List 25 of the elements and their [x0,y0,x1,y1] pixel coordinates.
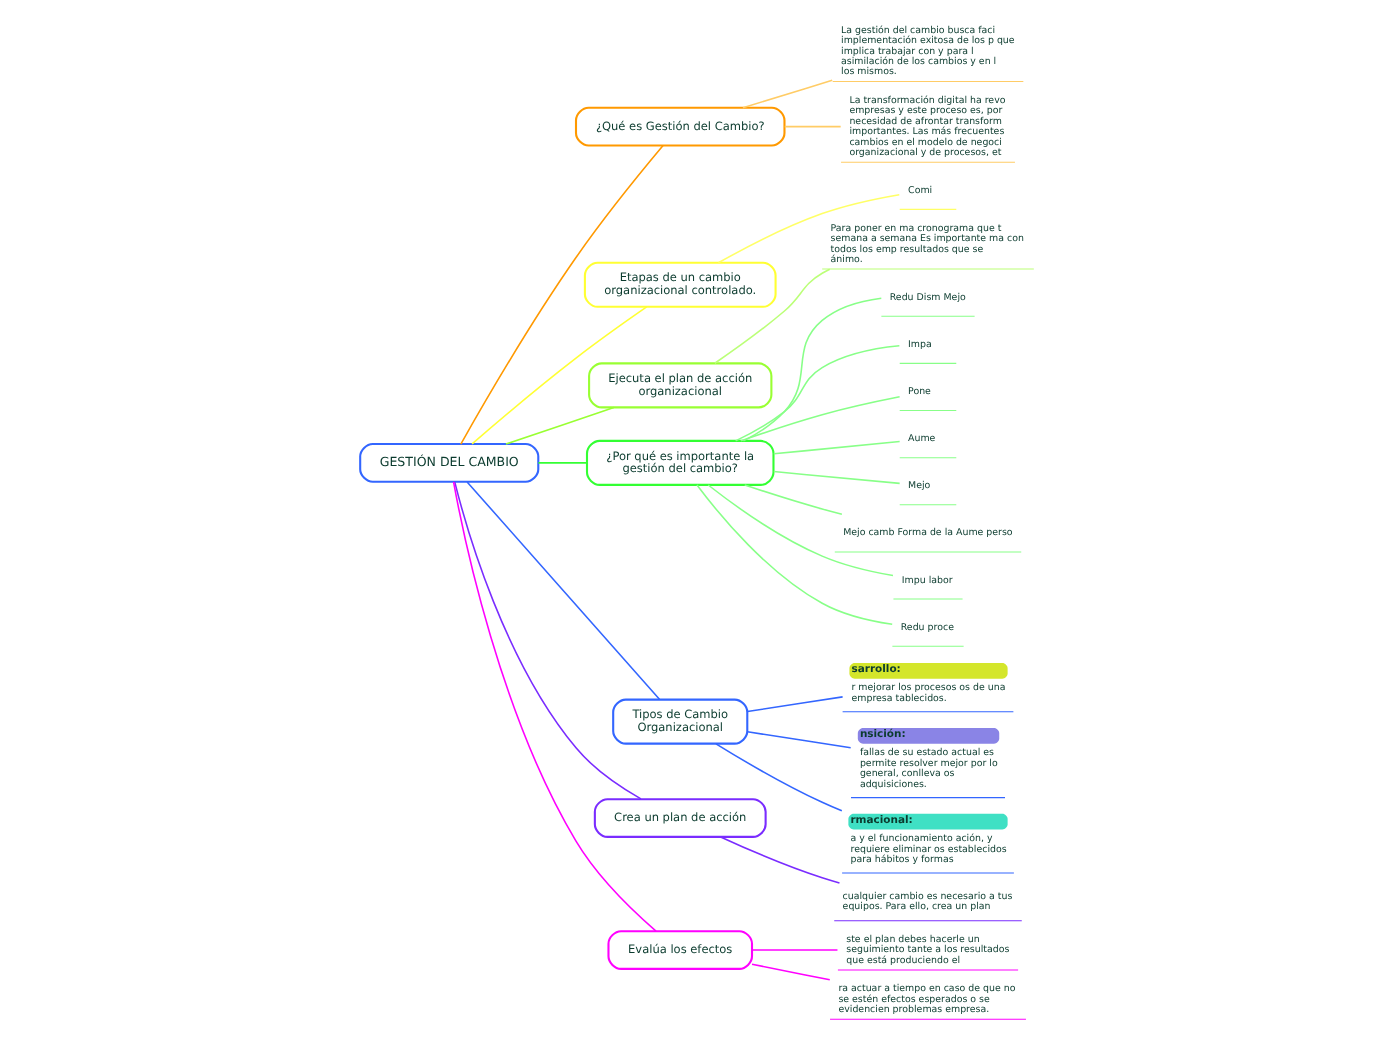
connector [742,484,842,515]
connector [713,268,830,364]
connector [741,79,832,109]
connector [459,144,663,445]
connector [536,462,587,464]
connector [695,484,892,626]
connector [750,949,838,951]
connector [706,484,893,577]
connector [772,470,900,485]
connector [772,440,900,455]
connector [714,743,842,812]
connector [716,193,900,264]
connector [745,731,851,749]
connector [470,306,647,445]
connector [782,125,841,128]
connector [750,963,830,981]
connector [741,297,882,442]
connector [745,696,843,713]
connector [504,406,614,445]
connector [739,396,900,442]
connector [718,836,840,884]
connector [465,481,660,701]
connector [451,481,656,932]
connector [452,481,641,800]
connector [733,345,900,442]
